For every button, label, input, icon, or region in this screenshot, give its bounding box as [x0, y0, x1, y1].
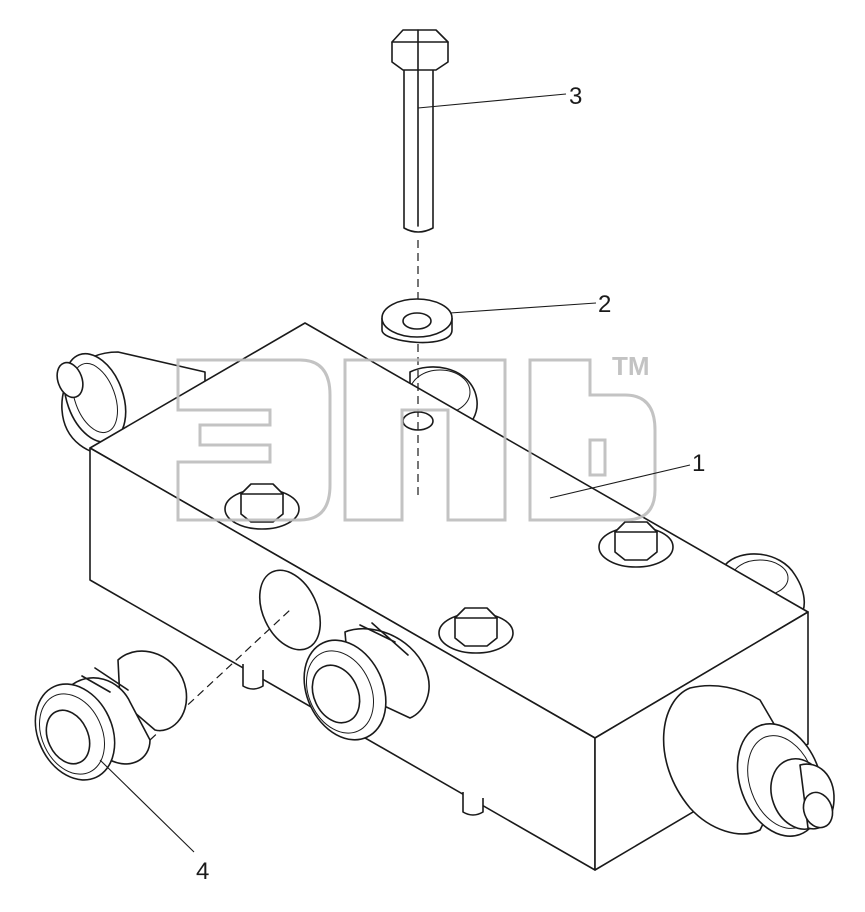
washer [381, 298, 453, 344]
watermark-trademark: TM [612, 351, 650, 381]
watermark-logo: TM [176, 351, 657, 522]
callout-label-3: 3 [569, 83, 582, 110]
callout-1: 1 [549, 450, 705, 499]
callout-2: 2 [449, 291, 611, 318]
mounting-bolt-front [438, 607, 514, 654]
installed-port-fitting [303, 622, 430, 741]
mounting-bolt-right [598, 521, 674, 568]
callout-4: 4 [99, 759, 209, 885]
callout-3: 3 [417, 83, 582, 110]
block-pins [242, 664, 484, 816]
right-front-cartridge [662, 684, 835, 837]
long-bolt [391, 29, 449, 233]
callout-label-1: 1 [692, 450, 705, 477]
callout-label-2: 2 [598, 291, 611, 318]
loose-fitting [34, 609, 291, 781]
callout-label-4: 4 [196, 858, 209, 885]
side-port-open [258, 569, 322, 651]
